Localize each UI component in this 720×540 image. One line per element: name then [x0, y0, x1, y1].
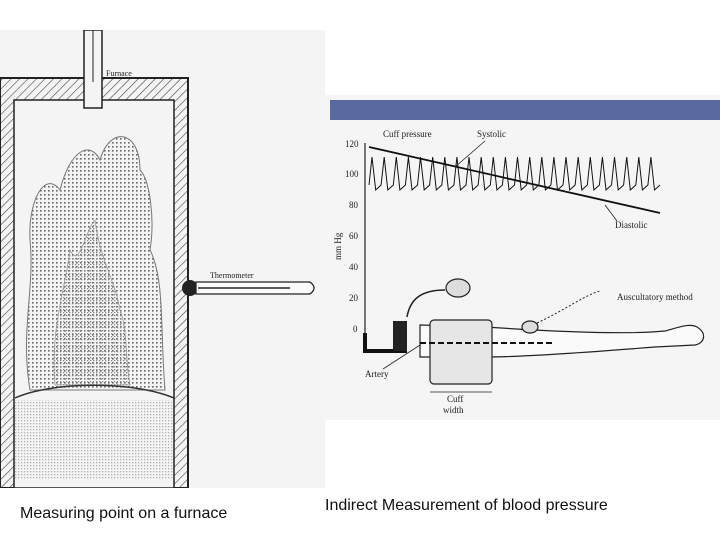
- axis-tick-0: 0: [353, 324, 358, 334]
- artery-label: Artery: [365, 369, 389, 379]
- furnace-label: Furnace: [106, 69, 132, 78]
- stethoscope: [521, 320, 539, 334]
- axis-tick-80: 80: [349, 200, 359, 210]
- caption-left: Measuring point on a furnace: [20, 505, 228, 522]
- axis-tick-60: 60: [349, 231, 359, 241]
- caption-right: Indirect Measurement of blood pressure: [325, 497, 608, 514]
- auscultatory-label: Auscultatory method: [617, 292, 693, 302]
- thermometer-label: Thermometer: [210, 271, 254, 280]
- blood-pressure-diagram: 120 100 80 60 40 20 0 mm Hg Cuff pressur…: [325, 95, 720, 420]
- furnace-illustration: Furnace Thermometer: [0, 29, 315, 489]
- pressure-waveform: [368, 156, 661, 192]
- axis-tick-20: 20: [349, 293, 359, 303]
- cuff-pressure-label: Cuff pressure: [383, 129, 432, 139]
- inflation-bulb: [445, 278, 471, 298]
- furnace-diagram: Furnace Thermometer: [0, 29, 325, 489]
- cuff-pressure-line: [368, 146, 661, 214]
- diastolic-label: Diastolic: [615, 220, 648, 230]
- cuff-width-label-2: width: [443, 405, 464, 415]
- thermometer-bulb: [182, 280, 198, 296]
- axis-tick-120: 120: [345, 139, 359, 149]
- cuff: [429, 319, 493, 385]
- inflation-hose: [406, 289, 446, 318]
- accent-bar: [330, 100, 720, 120]
- axis-label: mm Hg: [333, 232, 343, 260]
- cuff-width-label-1: Cuff: [447, 394, 463, 404]
- axis-tick-100: 100: [345, 169, 359, 179]
- systolic-label: Systolic: [477, 129, 506, 139]
- blood-pressure-illustration: 120 100 80 60 40 20 0 mm Hg Cuff pressur…: [333, 129, 705, 415]
- axis-tick-40: 40: [349, 262, 359, 272]
- manometer-reservoir: [393, 321, 407, 351]
